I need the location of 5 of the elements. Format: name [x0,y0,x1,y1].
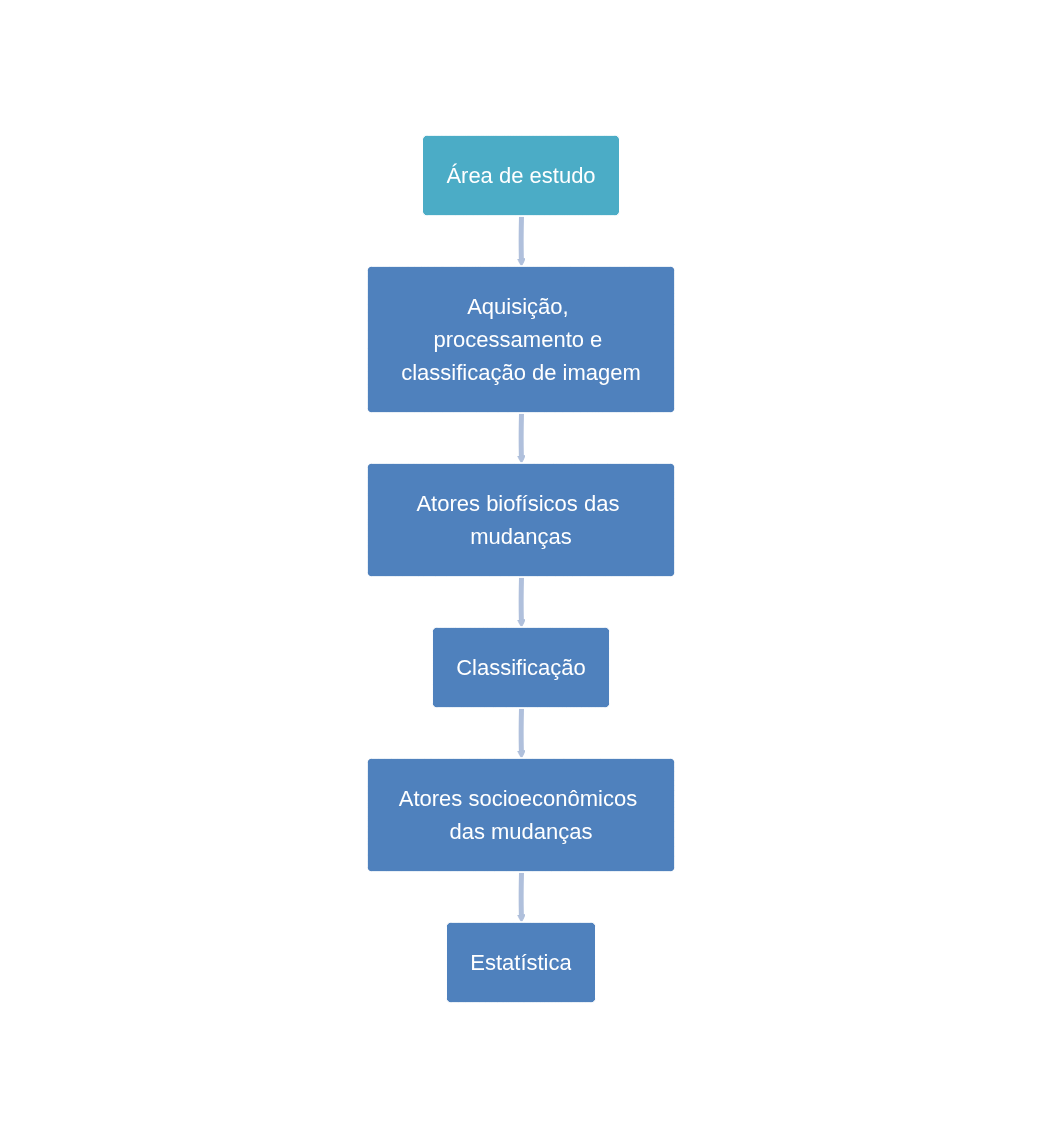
arrow [516,577,526,628]
arrow [516,413,526,464]
arrow [516,872,526,923]
arrow [516,216,526,267]
arrow [516,708,526,759]
